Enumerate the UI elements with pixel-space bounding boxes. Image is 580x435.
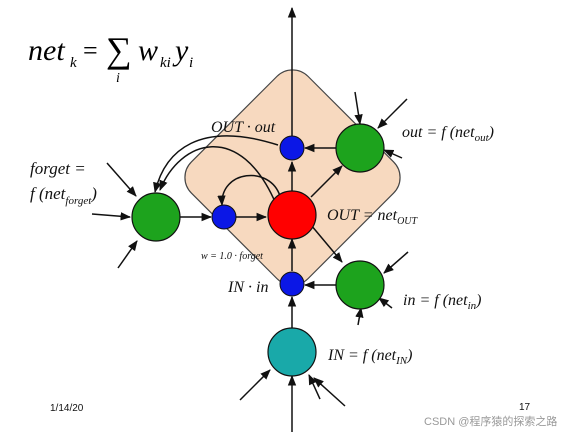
formula-w: w <box>138 34 158 67</box>
out-gate-product-label: OUT · out <box>211 119 276 136</box>
input-gate-neuron <box>335 260 385 310</box>
cell-input-equation: IN = f (netIN) <box>327 347 412 367</box>
slide-page-number: 17 <box>519 402 531 413</box>
formula-y: y <box>172 34 189 67</box>
formula-net: net <box>28 34 65 67</box>
net-input-formula: net k = ∑ i w ki y i <box>28 30 193 86</box>
formula-sigma-subscript: i <box>116 71 120 86</box>
out-gate-equation: out = f (netout) <box>402 124 494 144</box>
in-gate-product-label: IN · in <box>227 279 268 296</box>
formula-sigma: ∑ <box>106 30 132 70</box>
slide-date: 1/14/20 <box>50 403 84 414</box>
connections <box>91 6 409 432</box>
cell-state-equation: OUT = netOUT <box>327 207 419 227</box>
forget-gate-equation-line2: f (netforget) <box>30 184 97 207</box>
formula-net-subscript: k <box>70 55 77 71</box>
output-multiplier-node <box>279 135 305 161</box>
formula-equals: = <box>83 36 98 65</box>
forget-gate-equation-line1: forget = <box>30 159 86 178</box>
cell-input-neuron <box>267 327 317 377</box>
input-multiplier-node <box>279 271 305 297</box>
output-gate-neuron <box>335 123 385 173</box>
watermark-text: CSDN @程序猿的探索之路 <box>424 414 557 428</box>
formula-w-subscript: ki <box>160 55 171 71</box>
forget-weight-label: w = 1.0 · forget <box>201 251 263 262</box>
formula-y-subscript: i <box>189 55 193 71</box>
in-gate-equation: in = f (netin) <box>403 292 481 312</box>
cell-state-neuron <box>267 190 317 240</box>
forget-multiplier-node <box>211 204 237 230</box>
forget-gate-neuron <box>131 192 181 242</box>
